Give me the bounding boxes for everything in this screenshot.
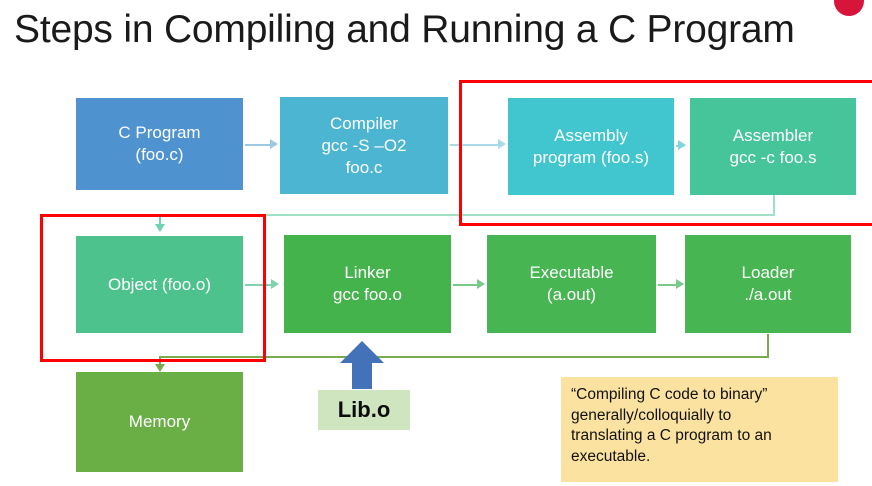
connector-compiler-to-assembly [450,144,500,146]
box-compiler-line-1: gcc -S –O2 [321,135,407,155]
arrowhead-assembly-to-assembler [678,140,686,150]
connector-loader-to-memory-horizontal [159,356,769,358]
lib-o-chip[interactable]: Lib.o [318,390,410,430]
callout-note-line-3: executable. [571,447,651,465]
box-c-program[interactable]: C Program (foo.c) [76,98,243,190]
page-title: Steps in Compiling and Running a C Progr… [14,8,795,51]
box-compiler[interactable]: Compiler gcc -S –O2 foo.c [280,97,448,194]
connector-object-feed-vertical [159,214,161,226]
lib-up-arrow-icon [340,341,384,389]
box-compiler-line-2: foo.c [345,157,383,177]
box-assembler-line-0: Assembler [732,125,814,145]
box-executable[interactable]: Executable (a.out) [487,235,656,333]
box-object[interactable]: Object (foo.o) [76,236,243,333]
arrowhead-compiler-to-assembly [498,139,506,149]
box-assembly-program-line-0: Assembly [554,125,628,145]
connector-linker-to-executable [453,284,479,286]
callout-note-line-2: translating a C program to an [571,427,772,444]
arrowhead-into-object [155,224,165,232]
lib-o-label: Lib.o [337,397,391,422]
box-loader-line-0: Loader [741,263,795,282]
box-assembler-line-1: gcc -c foo.s [729,147,817,167]
arrowhead-into-memory [155,364,165,372]
box-executable-line-1: (a.out) [546,285,597,304]
box-memory[interactable]: Memory [76,372,243,472]
box-c-program-line-0: C Program [118,123,201,142]
box-loader[interactable]: Loader ./a.out [685,235,851,333]
box-assembler[interactable]: Assembler gcc -c foo.s [690,98,856,195]
connector-cprogram-to-compiler [245,144,272,146]
arrowhead-executable-to-loader [676,279,684,289]
box-assembly-program[interactable]: Assembly program (foo.s) [508,98,674,195]
box-loader-line-1: ./a.out [744,285,792,304]
box-executable-line-0: Executable [529,263,614,282]
callout-note: “Compiling C code to binary” generally/c… [561,377,838,482]
box-object-line-0: Object (foo.o) [108,274,211,294]
box-compiler-line-0: Compiler [329,113,399,133]
box-memory-line-0: Memory [128,412,191,431]
arrowhead-cprogram-to-compiler [270,139,278,149]
box-linker[interactable]: Linker gcc foo.o [284,235,451,333]
connector-assembler-drop [773,195,775,215]
callout-note-line-0: “Compiling C code to binary” [571,386,768,403]
highlight-rect-assembly-stage [459,80,872,226]
highlight-rect-object-stage [40,214,266,362]
connector-object-to-linker [245,284,273,286]
connector-assembler-to-object-horizontal [159,214,775,216]
arrowhead-object-to-linker [271,279,279,289]
callout-note-line-1: generally/colloquially to [571,406,732,424]
arrowhead-linker-to-executable [477,279,485,289]
box-linker-line-1: gcc foo.o [333,285,402,304]
red-dot-decoration [834,0,864,16]
box-assembly-program-line-1: program (foo.s) [532,147,650,167]
box-linker-line-0: Linker [344,263,391,282]
connector-executable-to-loader [658,284,679,286]
box-c-program-line-1: (foo.c) [135,145,184,164]
connector-loader-drop [767,334,769,358]
